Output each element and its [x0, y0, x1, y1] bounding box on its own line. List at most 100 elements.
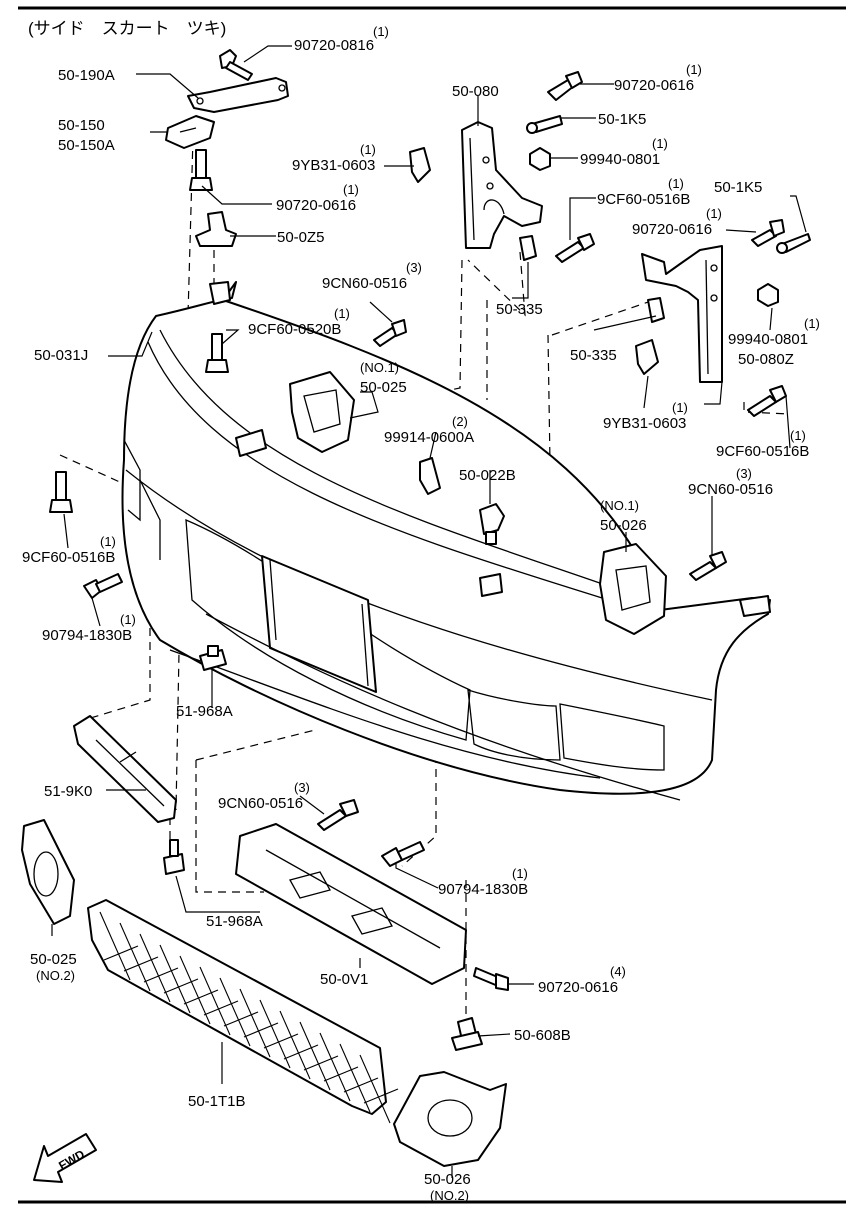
clip-9YB31-0603-top — [409, 147, 431, 183]
bolt-9CN60-0516-bottom — [317, 799, 359, 831]
callout-code: 99940-0801 — [580, 151, 660, 168]
bolt-90720-0616-right — [751, 219, 785, 247]
callout-quantity: (1) — [360, 142, 376, 157]
callout-code: 9CF60-0520B — [248, 321, 341, 338]
bracket-50-150 — [165, 115, 215, 149]
bolt-9CF60-0516B-top — [555, 233, 595, 263]
clip-50-022B — [479, 503, 505, 545]
callout-quantity: (1) — [672, 400, 688, 415]
callout-code: 50-026 — [600, 517, 647, 534]
diagram-title: (サイド スカート ツキ) — [28, 19, 226, 38]
callout-quantity: (2) — [452, 414, 468, 429]
clip-99914-0600A — [419, 457, 441, 495]
bolt-90794-1830B-bottom — [381, 841, 425, 867]
callout-code: 90720-0616 — [538, 979, 618, 996]
callout-code: 50-022B — [459, 467, 516, 484]
callout-code: 9CN60-0516 — [688, 481, 773, 498]
callout-quantity: (1) — [100, 534, 116, 549]
screw-50-1K5-left — [526, 115, 563, 134]
callout-code: 9CN60-0516 — [322, 275, 407, 292]
callout-code: 50-080 — [452, 83, 499, 100]
callout-code: 90794-1830B — [438, 881, 528, 898]
callout-code: 50-150A — [58, 137, 115, 154]
callout-code: 50-031J — [34, 347, 88, 364]
callout-code: 50-0Z5 — [277, 229, 325, 246]
callout-quantity: (1) — [686, 62, 702, 77]
callout-code: 9CF60-0516B — [22, 549, 115, 566]
callout-quantity: (3) — [736, 466, 752, 481]
callout-quantity: (1) — [652, 136, 668, 151]
callout-code: 51-968A — [176, 703, 233, 720]
callout-quantity: (3) — [406, 260, 422, 275]
bolt-90794-1830B-left — [83, 573, 123, 599]
callout-code: 99940-0801 — [728, 331, 808, 348]
clip-51-968A-bottom — [163, 839, 185, 875]
callout-code: 50-335 — [570, 347, 617, 364]
bolt-90720-0616-top — [547, 71, 583, 101]
clip-50-0Z5 — [195, 211, 237, 247]
clip-50-335-top — [519, 235, 537, 261]
bolt-90720-0616-left — [189, 149, 213, 191]
deflector-50-0V1 — [235, 823, 467, 985]
bolt-9CF60-0520B — [205, 333, 229, 373]
front-bumper-cover — [121, 281, 771, 801]
clip-9YB31-0603-right — [635, 339, 659, 375]
callout-code: 50-025 — [30, 951, 77, 968]
callout-code: 50-080Z — [738, 351, 794, 368]
callout-quantity: (1) — [668, 176, 684, 191]
callout-code: 50-335 — [496, 301, 543, 318]
callout-labels: 90720-0816(1)50-190A50-15050-150A90720-0… — [22, 24, 820, 1203]
callout-quantity: (1) — [373, 24, 389, 39]
callout-code: 50-0V1 — [320, 971, 368, 988]
bolt-9CF60-0516B-right — [747, 385, 787, 417]
callout-code: 50-1K5 — [598, 111, 646, 128]
callout-code: 51-968A — [206, 913, 263, 930]
callout-code: 9CF60-0516B — [597, 191, 690, 208]
callout-quantity: (1) — [120, 612, 136, 627]
bolt-9CN60-0516-right — [689, 551, 727, 581]
callout-quantity: (NO.1) — [360, 360, 399, 375]
callout-code: 50-026 — [424, 1171, 471, 1188]
callout-code: 9CN60-0516 — [218, 795, 303, 812]
bolt-90720-0816 — [219, 49, 253, 81]
fog-cover-50-025-no2 — [21, 819, 75, 925]
guide-50-025-no1 — [289, 371, 355, 453]
callout-code: 90720-0616 — [632, 221, 712, 238]
guide-50-026-no1 — [599, 543, 667, 635]
nut-99940-0801-top — [529, 147, 551, 171]
leader-lines — [51, 45, 807, 1178]
callout-quantity: (1) — [343, 182, 359, 197]
clip-51-968A-top — [199, 645, 227, 671]
callout-code: 50-190A — [58, 67, 115, 84]
callout-code: 99914-0600A — [384, 429, 474, 446]
callout-code: 50-150 — [58, 117, 105, 134]
bracket-50-080 — [461, 121, 543, 249]
callout-quantity: (1) — [512, 866, 528, 881]
callout-quantity: (1) — [706, 206, 722, 221]
callout-code: 9CF60-0516B — [716, 443, 809, 460]
callout-quantity: (3) — [294, 780, 310, 795]
clip-50-608B — [451, 1017, 483, 1051]
callout-code: 90794-1830B — [42, 627, 132, 644]
fog-cover-50-026-no2 — [393, 1071, 507, 1167]
callout-quantity: (4) — [610, 964, 626, 979]
nut-99940-0801-right — [757, 283, 779, 307]
callout-quantity: (NO.2) — [430, 1188, 469, 1203]
bracket-50-190A — [187, 77, 289, 113]
callout-code: 90720-0616 — [614, 77, 694, 94]
grille-50-1T1B — [87, 899, 399, 1124]
bolt-9CN60-0516-top — [373, 319, 407, 347]
callout-quantity: (NO.2) — [36, 968, 75, 983]
callout-code: 50-1T1B — [188, 1093, 246, 1110]
bolt-90720-0616-bottom — [473, 967, 509, 991]
bolt-9CF60-0516B-left — [49, 471, 73, 513]
callout-code: 50-025 — [360, 379, 407, 396]
callout-quantity: (1) — [790, 428, 806, 443]
clip-50-335-right — [647, 297, 665, 323]
callout-code: 90720-0816 — [294, 37, 374, 54]
callout-quantity: (NO.1) — [600, 498, 639, 513]
callout-quantity: (1) — [334, 306, 350, 321]
skirt-51-9K0 — [73, 715, 177, 823]
screw-50-1K5-right — [776, 233, 811, 254]
